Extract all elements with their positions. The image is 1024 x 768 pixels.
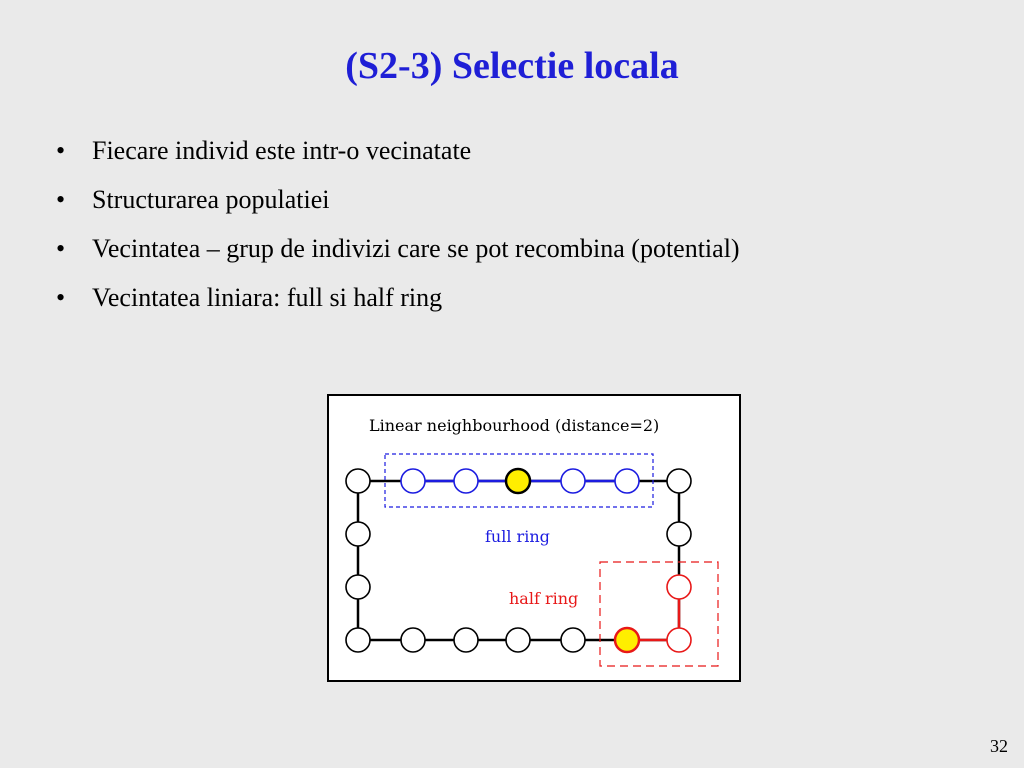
full-ring-box — [384, 453, 654, 508]
node — [453, 627, 479, 653]
node — [614, 468, 640, 494]
full-ring-label: full ring — [485, 527, 550, 546]
selected-node — [504, 467, 532, 495]
node — [400, 468, 426, 494]
selected-node — [613, 626, 641, 654]
node — [345, 521, 371, 547]
node — [345, 574, 371, 600]
bullet-item: Structurarea populatiei — [56, 175, 740, 224]
node — [505, 627, 531, 653]
half-ring-label: half ring — [509, 589, 578, 608]
node — [560, 468, 586, 494]
node — [345, 627, 371, 653]
bullet-item: Vecintatea – grup de indivizi care se po… — [56, 224, 740, 273]
page-number: 32 — [990, 736, 1008, 756]
node — [666, 627, 692, 653]
node — [560, 627, 586, 653]
bullet-item: Vecintatea liniara: full si half ring — [56, 273, 740, 322]
bullet-item: Fiecare individ este intr-o vecinatate — [56, 126, 740, 175]
node — [666, 574, 692, 600]
node — [666, 521, 692, 547]
node — [345, 468, 371, 494]
node — [400, 627, 426, 653]
linear-neighbourhood-diagram: Linear neighbourhood (distance=2) full r… — [327, 394, 741, 682]
node — [666, 468, 692, 494]
bullet-list: Fiecare individ este intr-o vecinatate S… — [56, 126, 740, 322]
node — [453, 468, 479, 494]
slide-title: (S2-3) Selectie locala — [345, 45, 679, 87]
half-ring-box — [599, 561, 719, 667]
diagram-title: Linear neighbourhood (distance=2) — [369, 416, 659, 435]
